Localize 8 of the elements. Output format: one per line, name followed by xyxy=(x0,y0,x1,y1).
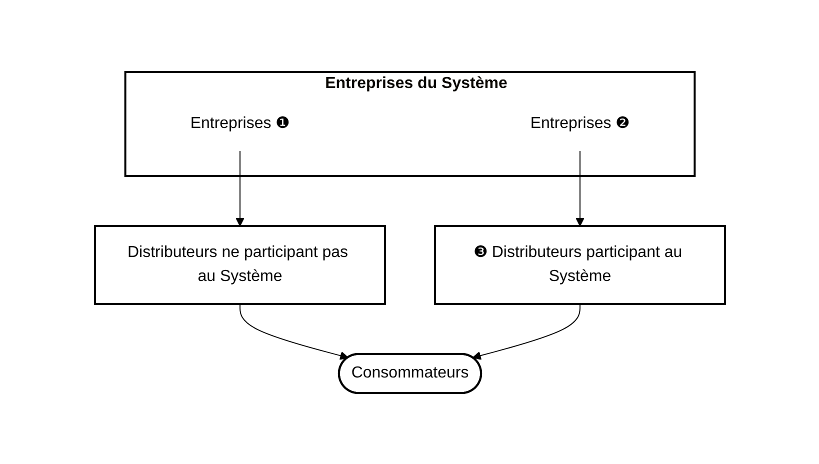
arrow xyxy=(472,303,580,360)
node-text: Entreprises ❷ xyxy=(530,114,630,132)
arrow xyxy=(575,150,584,226)
node-box: Distributeurs ne participant pas au Système xyxy=(94,224,386,304)
node-box: ❸ Distributeurs participant au Système xyxy=(434,224,726,304)
node-text: Entreprises ❶ xyxy=(190,114,290,132)
arrow xyxy=(239,303,348,360)
arrow xyxy=(235,150,244,226)
